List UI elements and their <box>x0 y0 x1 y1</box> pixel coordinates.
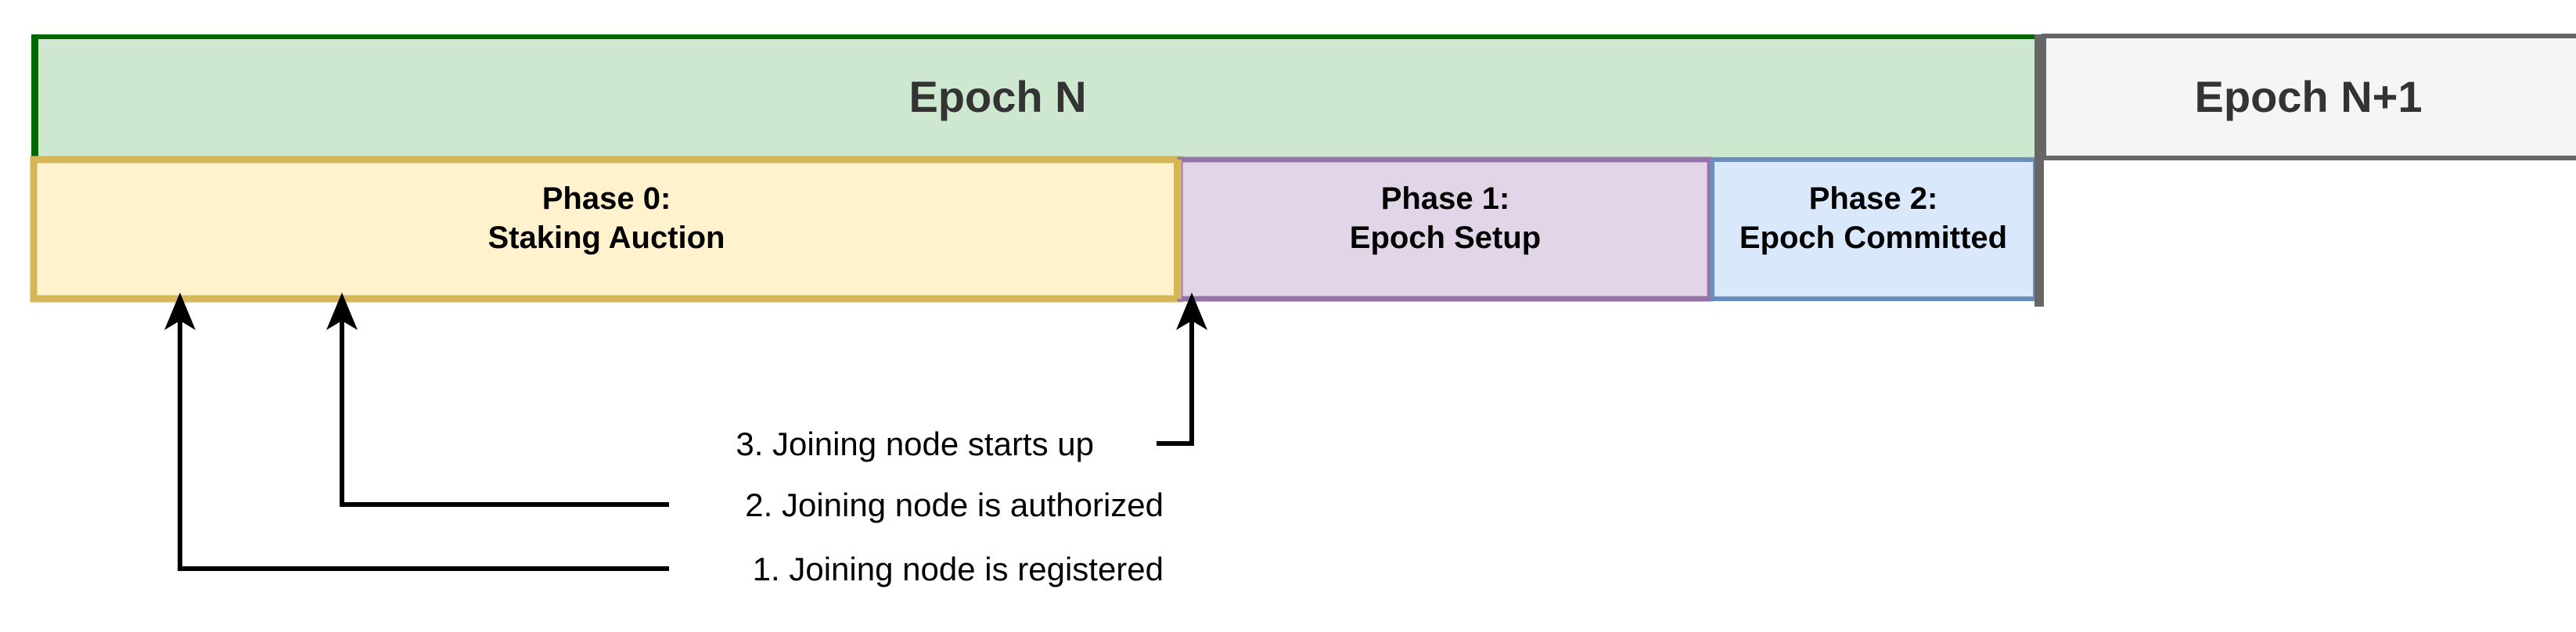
annotation-2-leader <box>326 293 669 507</box>
phase-1-fill <box>1177 156 1713 302</box>
annotation-1-arrowhead <box>164 293 196 330</box>
annotation-1-connector <box>178 300 669 571</box>
phase-1-box[interactable]: Phase 1: Epoch Setup <box>1177 156 1713 302</box>
epoch-n-plus-1-fill <box>2042 34 2576 160</box>
annotation-3-label: 3. Joining node starts up <box>736 426 1094 462</box>
phase-1-line2: Epoch Setup <box>1350 221 1541 255</box>
annotation-3-connector <box>1157 300 1194 446</box>
phase-0-fill <box>30 156 1184 303</box>
annotation-3-leader <box>1157 293 1207 446</box>
phase-0-line1: Phase 0: <box>542 181 671 216</box>
annotation-1-leader <box>164 293 669 571</box>
phase-2-line1: Phase 2: <box>1809 181 1938 216</box>
phase-0-box[interactable]: Phase 0: Staking Auction <box>30 156 1184 303</box>
epoch-n-top-edge <box>31 34 2035 39</box>
epoch-n-band[interactable]: Epoch N <box>31 34 2035 160</box>
epoch-n-label: Epoch N <box>908 72 1086 121</box>
phase-0-line2: Staking Auction <box>488 221 725 255</box>
phase-1-line1: Phase 1: <box>1381 181 1510 216</box>
annotation-1-label: 1. Joining node is registered <box>753 551 1164 587</box>
phase-2-fill <box>1710 157 2038 301</box>
phase-2-box[interactable]: Phase 2: Epoch Committed <box>1710 157 2038 301</box>
epoch-n-plus-1-label: Epoch N+1 <box>2195 72 2423 121</box>
annotation-2-label: 2. Joining node is authorized <box>745 487 1164 523</box>
phase-0-right-edge <box>1174 160 1182 299</box>
epoch-n-fill <box>31 34 2035 160</box>
annotation-3-arrowhead <box>1176 293 1207 330</box>
annotation-2-arrowhead <box>326 293 358 330</box>
epoch-n-plus-1-band[interactable]: Epoch N+1 <box>2042 34 2576 160</box>
epoch-boundary-divider <box>2035 34 2044 307</box>
epoch-n-left-edge <box>31 34 38 160</box>
phase-2-line2: Epoch Committed <box>1740 221 2007 255</box>
annotation-2-connector <box>340 300 669 507</box>
